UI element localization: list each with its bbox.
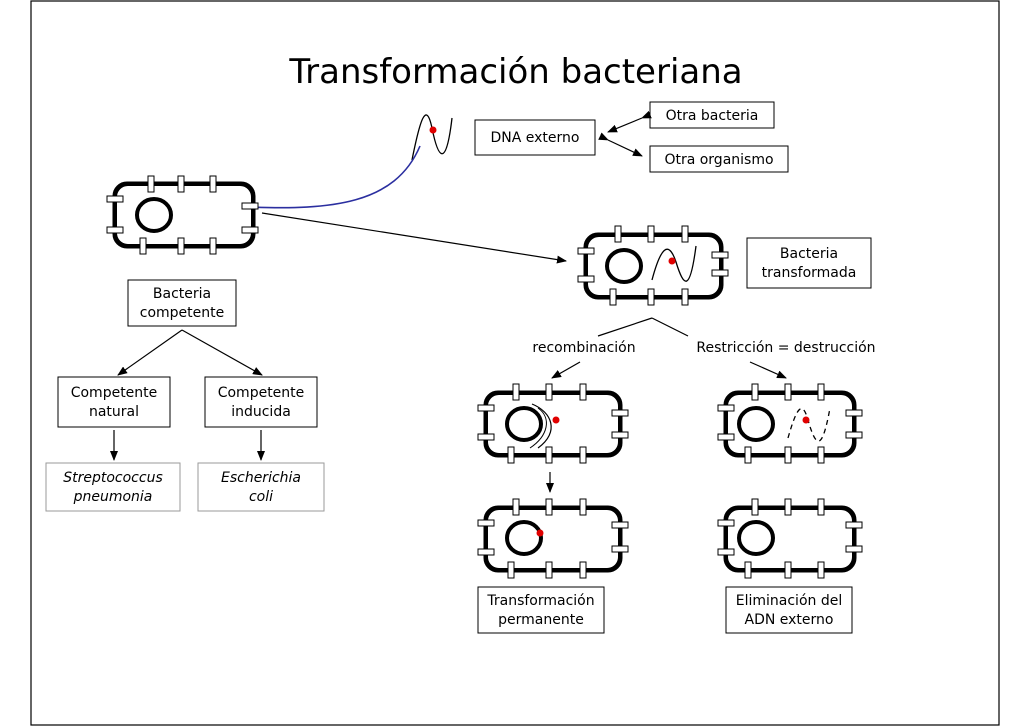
competent-bacterium [106,175,259,255]
transformacion-permanente-box [477,586,605,634]
eliminacion-box [725,586,853,634]
bacteria-competente-line1: Bacteria [153,286,211,302]
bacteria-competente-box [127,279,237,327]
restriccion-label: Restricción = destrucción [696,340,875,356]
dna-marker-dot [429,126,437,134]
arrow-recombinacion [551,361,581,379]
restriction-bacterium [717,383,863,464]
bacteria-transformada-line1: Bacteria [780,246,838,262]
arrow-otra-organismo [598,132,643,157]
eliminacion-line1: Eliminación del [736,593,842,609]
competente-inducida-line1: Competente [218,385,305,401]
arrow-to-natural [117,329,183,376]
chromosome-ring [135,197,173,233]
bacteria-competente-line2: competente [140,305,224,321]
external-dna-strand [411,114,453,161]
competente-inducida-box [204,376,318,428]
escherichia-line2: coli [249,489,273,505]
otra-organismo-label: Otra organismo [664,152,773,168]
fork-left [597,317,653,337]
arrow-to-inducida [181,329,263,376]
transformacion-permanente-line1: Transformación [486,593,594,609]
escherichia-line1: Escherichia [221,470,301,486]
escherichia-box [197,462,325,512]
arrow-otra-bacteria [607,110,652,133]
competente-inducida-line2: inducida [231,404,291,420]
transformacion-permanente-line2: permanente [498,612,584,628]
otra-organismo-box [649,145,789,173]
streptococcus-line1: Streptococcus [63,470,163,486]
competente-natural-line1: Competente [71,385,158,401]
streptococcus-line2: pneumonia [73,489,153,505]
otra-bacteria-label: Otra bacteria [666,108,759,124]
dna-externo-box [474,119,596,156]
slide-frame [30,0,1000,726]
arrow-restriccion [749,361,787,379]
eliminacion-line2: ADN externo [745,612,834,628]
recombinacion-label: recombinación [532,340,635,356]
page-title: Transformación bacteriana [288,52,742,92]
recombination-bacterium [477,383,629,464]
otra-bacteria-box [649,101,775,129]
dna-marker-dot [668,257,676,265]
arrow-to-transformed [261,212,567,264]
bacteria-transformada-box [746,237,872,289]
elimination-bacterium [717,498,863,579]
inserted-dna-strand [651,245,697,282]
bacteria-transformada-line2: transformada [762,265,857,281]
dna-externo-label: DNA externo [491,130,580,146]
streptococcus-box [45,462,181,512]
competente-natural-box [57,376,171,428]
transformed-bacterium [577,225,729,306]
permanent-bacterium [477,498,629,579]
competente-natural-line2: natural [89,404,139,420]
fork-right [651,317,689,337]
